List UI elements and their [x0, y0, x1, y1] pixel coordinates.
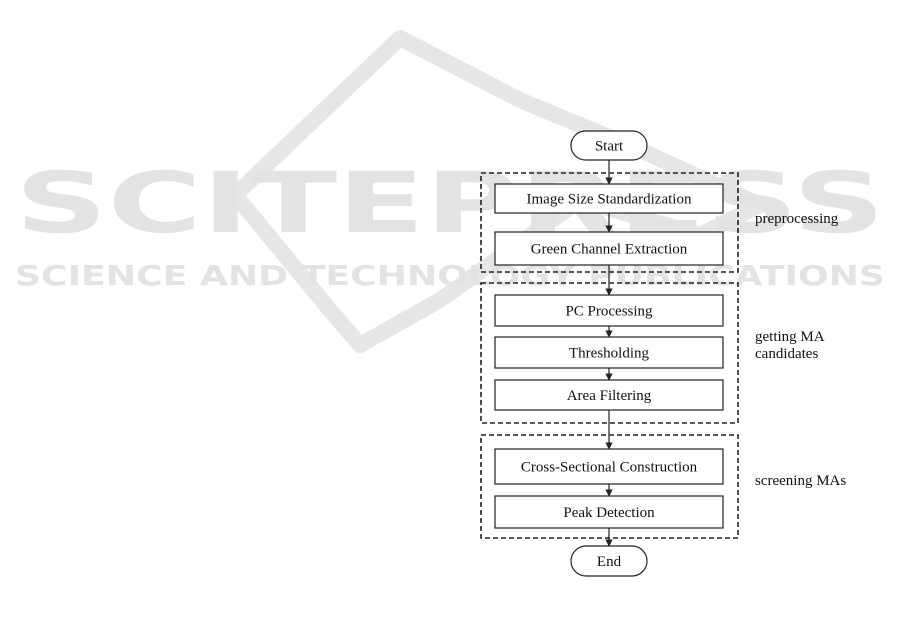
end-label: End [597, 554, 622, 570]
process-step: Image Size Standardization [495, 184, 723, 213]
watermark: SCITEPRESS SCIENCE AND TECHNOLOGY PUBLIC… [15, 38, 885, 345]
step-label-cross-sectional-construction: Cross-Sectional Construction [521, 460, 698, 476]
end-terminator: End [571, 546, 647, 576]
step-label-area-filtering: Area Filtering [567, 388, 652, 404]
step-label-peak-detection: Peak Detection [563, 505, 655, 521]
process-step: PC Processing [495, 295, 723, 326]
start-label: Start [595, 139, 624, 155]
group-label-ma-candidates-line-1: getting MA [755, 329, 825, 345]
step-label-image-size-standardization: Image Size Standardization [527, 192, 692, 208]
watermark-name: SCITEPRESS [15, 154, 885, 252]
group-label-screening: screening MAs [755, 473, 846, 489]
watermark-tagline: SCIENCE AND TECHNOLOGY PUBLICATIONS [15, 259, 885, 292]
process-step: Area Filtering [495, 380, 723, 410]
process-step: Peak Detection [495, 496, 723, 528]
step-label-pc-processing: PC Processing [565, 304, 653, 320]
process-step: Cross-Sectional Construction [495, 449, 723, 484]
process-step: Thresholding [495, 337, 723, 368]
group-label-preprocessing: preprocessing [755, 211, 839, 227]
step-label-green-channel-extraction: Green Channel Extraction [531, 242, 688, 258]
start-terminator: Start [571, 131, 647, 160]
group-label-ma-candidates-line-2: candidates [755, 346, 818, 362]
process-step: Green Channel Extraction [495, 232, 723, 265]
step-label-thresholding: Thresholding [569, 346, 649, 362]
